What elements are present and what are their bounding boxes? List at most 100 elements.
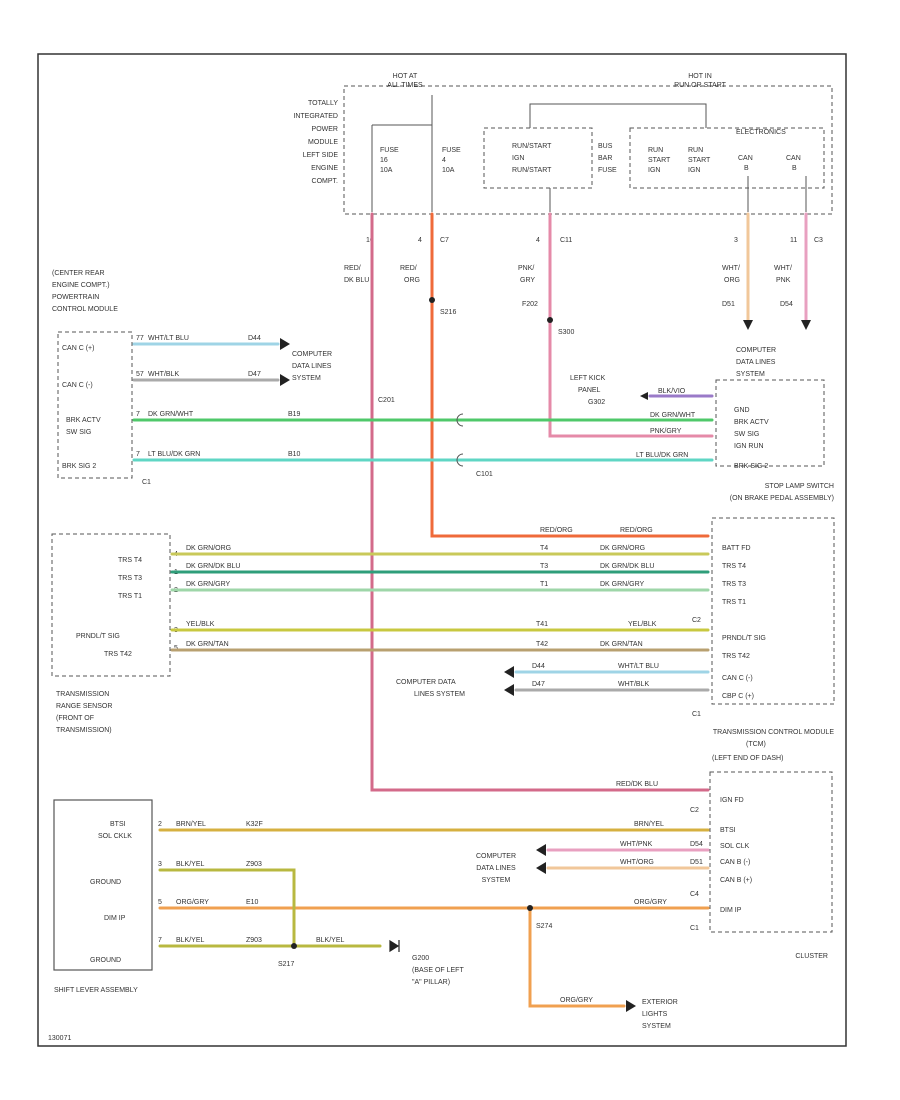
stop-lamp-outline (715, 379, 825, 467)
pcm-pin-label: BRK ACTV (66, 417, 101, 424)
splice-s216 (429, 297, 435, 303)
cluster-title: CLUSTER (795, 953, 828, 960)
run-start-a-label: IGN (648, 167, 660, 174)
connector-label: C3 (814, 237, 823, 244)
wire-label: RED/ (400, 265, 417, 272)
pcm-pin-label: SW SIG (66, 429, 91, 436)
shift-lever: BTSI SOL CKLK GROUND DIM IP GROUND SHIFT… (53, 799, 162, 994)
arrow-left-icon (536, 862, 546, 874)
trs-outline (51, 533, 171, 677)
cluster-pin-label: CAN B (-) (720, 859, 750, 866)
trs-title-line: TRANSMISSION (56, 691, 109, 698)
switch-pin-label: IGN RUN (734, 443, 764, 450)
arrow-right-icon (280, 338, 290, 350)
ground-location-label: G302 (588, 399, 605, 406)
upper-wires: RED/ DK BLU RED/ ORG PNK/ GRY WHT/ ORG W… (344, 212, 811, 792)
trs-pin-label: PRNDL/T SIG (76, 633, 120, 640)
splice-label: S216 (440, 309, 456, 316)
connector-label: C2 (692, 617, 701, 624)
arrow-right-icon (280, 374, 290, 386)
circuit-label: T41 (536, 621, 548, 628)
wire-label: PNK/ (518, 265, 534, 272)
wire-label: ORG/GRY (176, 899, 209, 906)
computer-data-label: LINES SYSTEM (414, 691, 465, 698)
electronics-box (629, 127, 825, 189)
wire-label: DK GRN/ORG (600, 545, 645, 552)
computer-data-label: SYSTEM (482, 877, 511, 884)
pcm-title-line: ENGINE COMPT.) (52, 282, 110, 289)
circuit-label: T1 (540, 581, 548, 588)
circuit-label: K32F (246, 821, 263, 828)
tcm-pin-label: BATT FD (722, 545, 751, 552)
inline-connector-icon (456, 413, 464, 467)
splice-s274 (527, 905, 533, 911)
pcm-wires: WHT/LT BLU WHT/BLK DK GRN/WHT LT BLU/DK … (132, 335, 714, 478)
ground-icon (389, 939, 400, 953)
circuit-label: D47 (532, 681, 545, 688)
run-start-b-label: IGN (688, 167, 700, 174)
arrow-left-icon (504, 666, 514, 678)
tcm-pin-label: TRS T42 (722, 653, 750, 660)
tipm-title-line: MODULE (308, 139, 338, 146)
run-start-b-label: START (688, 157, 711, 164)
circuit-label: B10 (288, 451, 301, 458)
can-b-label: B (792, 165, 797, 172)
wire-org-gry-branch (528, 906, 626, 1008)
trs-title-line: (FRONT OF (56, 715, 94, 722)
tcm-pin-label: PRNDL/T SIG (722, 635, 766, 642)
wire-label: PNK/GRY (650, 428, 682, 435)
wire-label: DK GRN/TAN (600, 641, 643, 648)
pin-label: 7 (158, 937, 162, 944)
hot-at-all-times-label: HOT AT (393, 73, 418, 80)
wire-label: WHT/LT BLU (148, 335, 189, 342)
circuit-label: D51 (690, 859, 703, 866)
computer-data-label: COMPUTER (736, 347, 776, 354)
pcm-title-line: POWERTRAIN (52, 294, 99, 301)
connector-label: C2 (690, 807, 699, 814)
computer-data-label: DATA LINES (476, 865, 516, 872)
hot-in-run-label: HOT IN (688, 73, 712, 80)
cluster-pin-label: DIM IP (720, 907, 742, 914)
cluster-outline (709, 771, 833, 933)
cluster-wires: RED/DK BLU BRN/YEL WHT/PNK WHT/ORG ORG/G… (158, 781, 710, 1012)
wire-label: DK GRN/WHT (650, 412, 696, 419)
wire-label: DK GRN/WHT (148, 411, 194, 418)
tcm-title: (TCM) (746, 741, 766, 748)
pin-label: 16 (366, 237, 374, 244)
tcm-pin-label: CAN C (-) (722, 675, 753, 682)
wire-label: WHT/ (774, 265, 792, 272)
connector-label: C1 (142, 479, 151, 486)
wire-label: PNK (776, 277, 791, 284)
exterior-lights-label: LIGHTS (642, 1011, 668, 1018)
cluster-location-label: (LEFT END OF DASH) (712, 755, 783, 762)
wire-label: BRN/YEL (176, 821, 206, 828)
arrow-right-icon (626, 1000, 636, 1012)
tcm-pin-label: TRS T1 (722, 599, 746, 606)
computer-data-label: SYSTEM (736, 371, 765, 378)
pin-label: 7 (136, 411, 140, 418)
tipm-title-line: COMPT. (312, 178, 339, 185)
connector-label: C1 (690, 925, 699, 932)
pin-label: 3 (158, 861, 162, 868)
splice-label: S300 (558, 329, 574, 336)
run-start-a-label: START (648, 157, 671, 164)
wire-label: BRN/YEL (634, 821, 664, 828)
wire-label: YEL/BLK (628, 621, 657, 628)
wire-red-org (430, 212, 710, 538)
circuit-label: E10 (246, 899, 259, 906)
cluster: (LEFT END OF DASH) IGN FD C2 BTSI SOL CL… (690, 755, 833, 960)
computer-data-label: SYSTEM (292, 375, 321, 382)
tcm-title: TRANSMISSION CONTROL MODULE (713, 729, 834, 736)
wire-pnk-gry (548, 212, 714, 438)
stop-lamp-title: STOP LAMP SWITCH (765, 483, 834, 490)
pcm-title-line: CONTROL MODULE (52, 306, 118, 313)
electronics-label: ELECTRONICS (736, 129, 786, 136)
shift-pin-label: SOL CKLK (98, 833, 132, 840)
ground-icon (640, 392, 648, 400)
wire-label: ORG/GRY (634, 899, 667, 906)
d51-arrow (743, 320, 753, 330)
pin-label: 3 (734, 237, 738, 244)
pcm-pin-label: BRK SIG 2 (62, 463, 96, 470)
fuse-16-label: 10A (380, 167, 393, 174)
